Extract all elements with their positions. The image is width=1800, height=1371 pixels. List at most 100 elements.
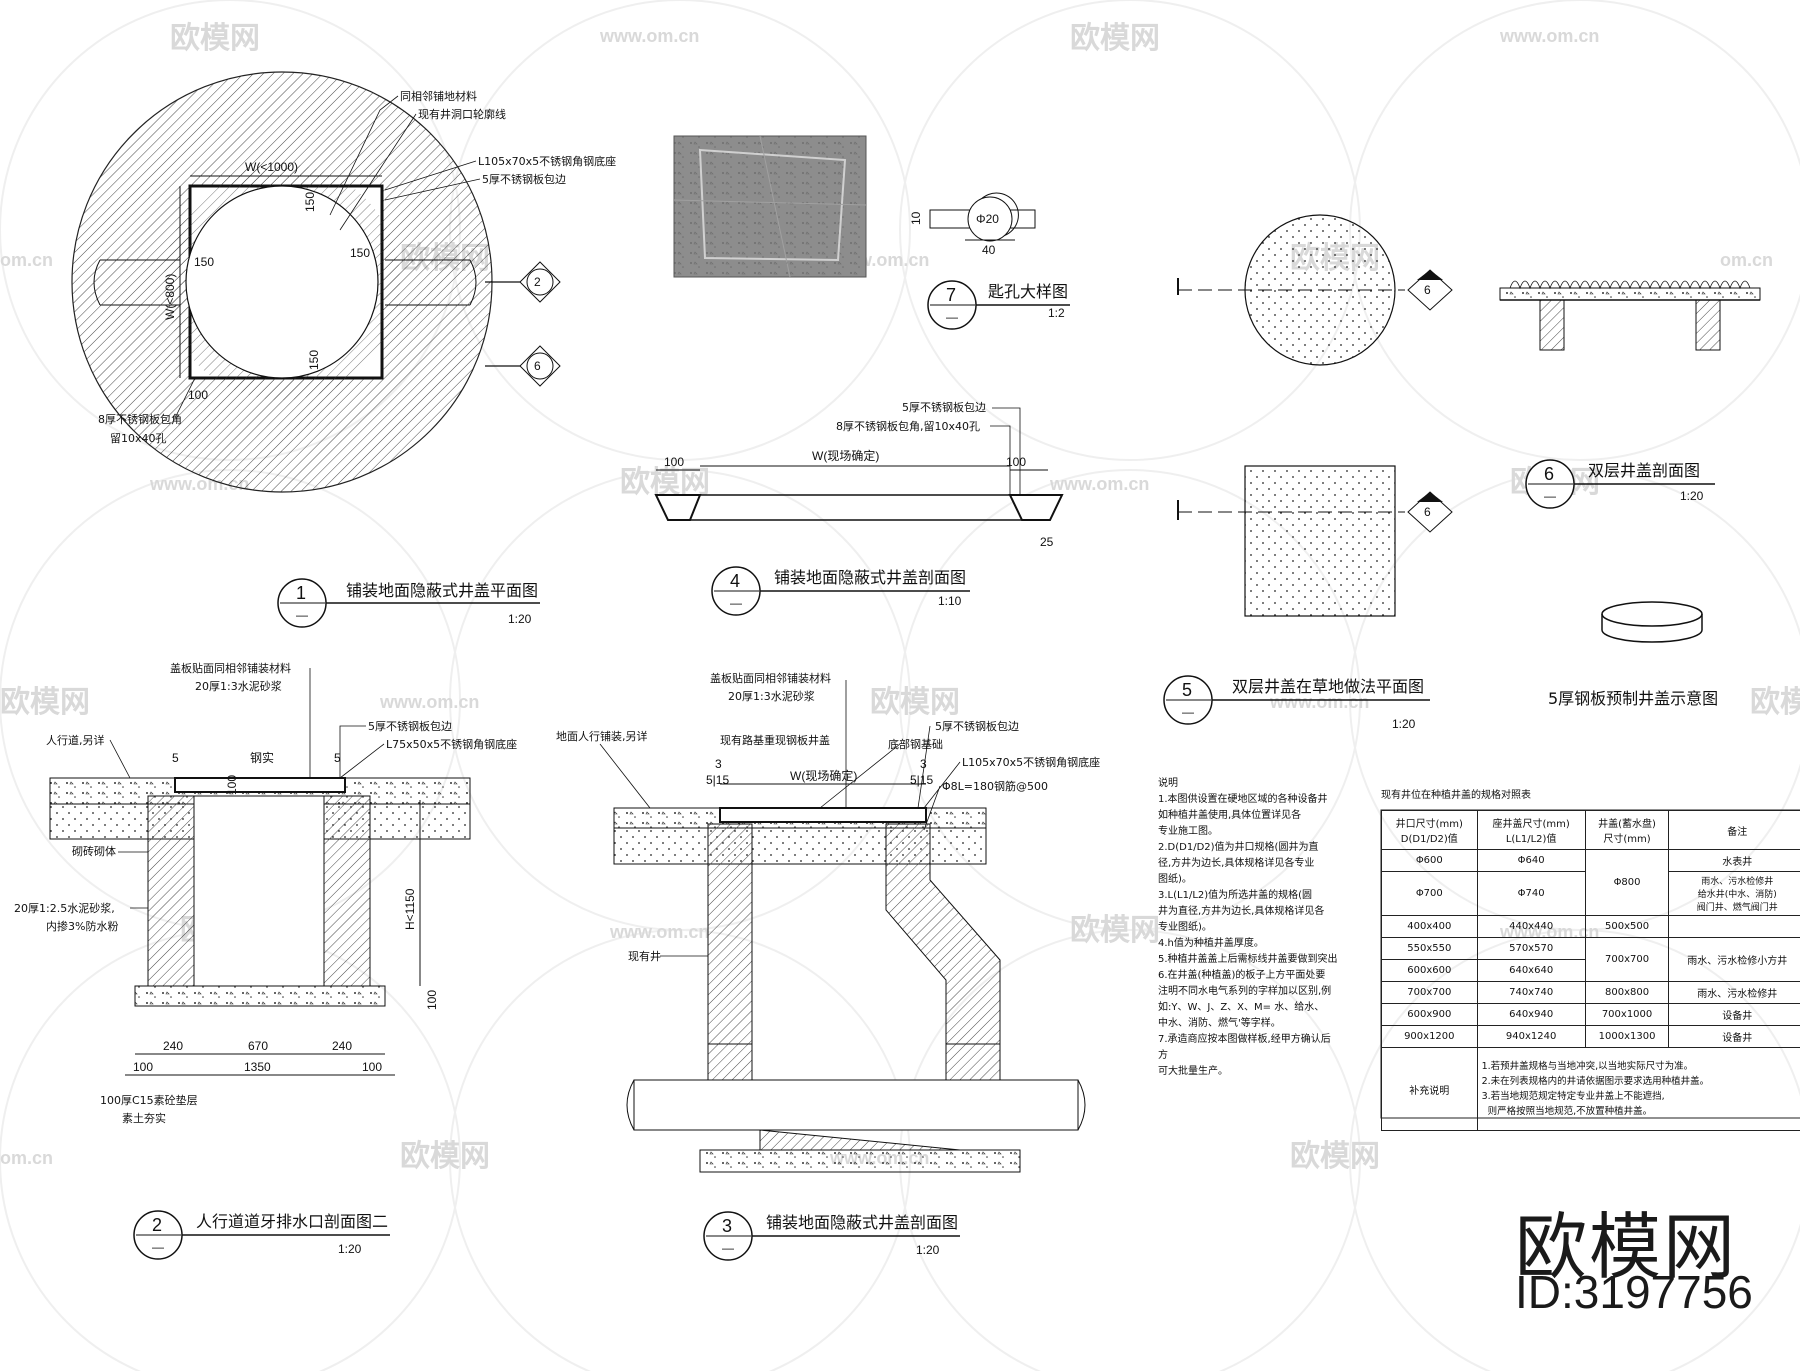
- notes-line: 如:Y、W、J、Z、X、M= 水、给水、: [1158, 1002, 1325, 1013]
- table-cell: 雨水、污水检修井: [1668, 981, 1800, 1004]
- notes-line: 专业施工图。: [1158, 826, 1218, 837]
- drawing-title: 双层井盖剖面图: [1588, 461, 1700, 480]
- drawing-title: 铺装地面隐蔽式井盖剖面图: [774, 568, 966, 587]
- table-cell: 570x570: [1476, 937, 1586, 960]
- dim-150: 150: [307, 350, 321, 370]
- callout: L105x70x5不锈钢角钢底座: [478, 154, 616, 168]
- drawing-scale: 1:2: [1048, 306, 1065, 320]
- dim-150: 150: [303, 192, 317, 212]
- table-cell: 600x600: [1381, 959, 1478, 982]
- notes-line: 图纸)。: [1158, 874, 1192, 885]
- watermark-brand: 欧模网: [400, 1139, 490, 1174]
- callout: 8厚不锈钢板包角,留10x40孔: [836, 419, 980, 433]
- drawing-title: 铺装地面隐蔽式井盖剖面图: [766, 1213, 958, 1232]
- notes-line: 5.种植井盖盖上后需标线井盖要做到突出: [1158, 954, 1338, 965]
- svg-text:—: —: [1544, 489, 1556, 503]
- dim-width: W(<1000): [245, 160, 298, 174]
- label: 100厚C15素砼垫层: [100, 1093, 198, 1107]
- dim-top: 670: [248, 1039, 268, 1053]
- watermark-url: www.om.cn: [1499, 26, 1599, 46]
- drawing-5-plan: 6 6 5 — 双层井盖在草地做法平面图 1:20: [1163, 214, 1453, 731]
- label: 人行道,另详: [46, 733, 105, 747]
- drawing-scale: 1:20: [1680, 489, 1704, 503]
- square-cover: [1244, 465, 1396, 617]
- drawing-title: 匙孔大样图: [988, 282, 1068, 301]
- dim-bottom: 1350: [244, 1060, 271, 1074]
- dim-515: 5|15: [910, 773, 933, 787]
- table-row: 700x700 740x740 800x800 雨水、污水检修井: [1381, 981, 1800, 1004]
- dim-3: 3: [715, 757, 722, 771]
- dim-100: 100: [225, 775, 239, 795]
- watermark-brand: 欧模网: [0, 685, 90, 720]
- drawing-title: 5厚钢板预制井盖示意图: [1548, 689, 1718, 708]
- notes-heading: 说明: [1158, 778, 1178, 789]
- notes-line: 注明不同水电气系列的字样加以区别,例: [1158, 986, 1332, 997]
- brand-id: ID:3197756: [1515, 1266, 1753, 1318]
- label: 地面人行铺装,另详: [556, 729, 648, 743]
- dim-100: 100: [664, 455, 684, 469]
- dim-25: 25: [1040, 535, 1054, 549]
- table-cell: 700x700: [1381, 981, 1478, 1004]
- table-cell: 440x440: [1476, 915, 1586, 938]
- notes-line: 井为直径,方井为边长,具体规格详见各: [1158, 906, 1325, 917]
- drawing-1-plan: W(<1000) W(<800) 150 150 150 150 100 同相邻…: [71, 71, 616, 628]
- watermark-brand: 欧模网: [1290, 1139, 1380, 1174]
- supplement-line: 2.未在列表规格内的井请依据图示要求选用种植井盖。: [1481, 1076, 1710, 1087]
- drawing-scale: 1:20: [338, 1242, 362, 1256]
- callout: 盖板贴面同相邻铺装材料: [710, 671, 831, 685]
- table-cell: 600x900: [1381, 1003, 1478, 1026]
- note: 留10x40孔: [110, 432, 167, 445]
- supplement-cell: 1.若预井盖规格与当地冲突,以当地实际尺寸为准。 2.未在列表规格内的井请依据图…: [1476, 1047, 1800, 1131]
- notes-line: 2.D(D1/D2)值为井口规格(圆井为直: [1158, 842, 1319, 853]
- table-cell: 设备井: [1668, 1025, 1800, 1048]
- callout: 5厚不锈钢板包边: [368, 719, 452, 733]
- table-cell: Φ700: [1381, 871, 1478, 916]
- drawing-scale: 1:20: [508, 612, 532, 626]
- watermark-brand: 欧模网: [1750, 685, 1800, 720]
- dim-150: 150: [350, 246, 370, 260]
- section-ref-6: 6: [485, 345, 561, 387]
- watermark-url: www.om.cn: [609, 922, 709, 942]
- watermark-brand: 欧模网: [1070, 21, 1160, 56]
- dim-width: W(现场确定): [812, 448, 879, 463]
- label: 现有井: [628, 949, 661, 963]
- drawing-number: 5: [1182, 680, 1192, 700]
- watermark-url: www.om.cn: [1269, 692, 1369, 712]
- table-cell: 雨水、污水检修小方井: [1668, 937, 1800, 982]
- dim-sub: 钢实: [250, 750, 274, 765]
- spec-table: 井口尺寸(mm) D(D1/D2)值 座井盖尺寸(mm) L(L1/L2)值 井…: [1381, 810, 1800, 1131]
- drawing-scale: 1:10: [938, 594, 962, 608]
- drawing-number: 7: [946, 285, 956, 305]
- table-cell: 水表井: [1668, 849, 1800, 872]
- callout: 5厚不锈钢板包边: [482, 172, 566, 186]
- table-cell: 900x1200: [1381, 1025, 1478, 1048]
- drawing-number: 4: [730, 571, 740, 591]
- dim-height: W(<800): [163, 274, 177, 320]
- table-row: Φ600 Φ640 Φ800 水表井: [1381, 849, 1800, 916]
- watermark-brand: 欧模网: [170, 21, 260, 56]
- notes-line: 1.本图供设置在硬地区域的各种设备井: [1158, 794, 1328, 805]
- section-ref-2: 2: [485, 261, 561, 303]
- svg-text:—: —: [722, 1241, 734, 1255]
- brand-logo-text: 欧模网: [1515, 1205, 1738, 1289]
- drawing-2-section: 盖板贴面同相邻铺装材料 20厚1:3水泥砂浆 5厚不锈钢板包边 L75x50x5…: [14, 661, 517, 1260]
- dim-bottom: 100: [362, 1060, 382, 1074]
- site-photo: [673, 135, 867, 278]
- table-cell: 740x740: [1476, 981, 1586, 1004]
- drawing-scale: 1:20: [1392, 717, 1416, 731]
- callout: L105x70x5不锈钢角钢底座: [962, 755, 1100, 769]
- pipe-lines: [100, 259, 470, 306]
- spec-table-title: 现有井位在种植井盖的规格对照表: [1381, 790, 1531, 801]
- table-cell: 雨水、污水检修井 给水井(中水、消防) 阀门井、燃气阀门井: [1668, 871, 1800, 916]
- table-cell: 补充说明: [1381, 1047, 1478, 1131]
- table-header: 备注: [1668, 810, 1800, 850]
- drawing-title: 人行道道牙排水口剖面图二: [196, 1212, 388, 1231]
- table-row-supplement: 补充说明 1.若预井盖规格与当地冲突,以当地实际尺寸为准。 2.未在列表规格内的…: [1381, 1047, 1800, 1131]
- notes: 说明 1.本图供设置在硬地区域的各种设备井 如种植井盖使用,具体位置详见各 专业…: [1158, 776, 1338, 1080]
- notes-line: 3.L(L1/L2)值为所选井盖的规格(圆: [1158, 890, 1313, 901]
- table-row: 600x900 640x940 700x1000 设备井: [1381, 1003, 1800, 1026]
- label: 砌砖砌体: [72, 844, 116, 858]
- table-header: 井口尺寸(mm) D(D1/D2)值: [1381, 810, 1478, 850]
- table-cell: 400x400: [1381, 915, 1478, 938]
